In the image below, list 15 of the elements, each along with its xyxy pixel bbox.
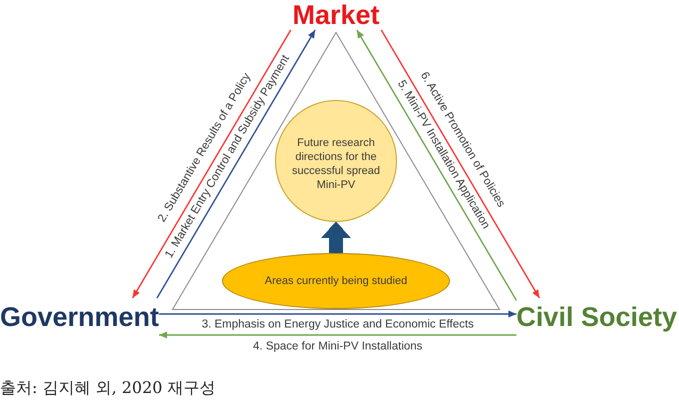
corner-label: Market	[286, 0, 386, 30]
arrow	[356, 30, 518, 301]
edge-label: 4. Space for Mini-PV Installations	[253, 340, 422, 354]
corner-label: Government	[0, 298, 160, 336]
arrow	[159, 310, 516, 318]
arrow	[132, 30, 292, 298]
source-note: 출처: 김지혜 외, 2020 재구성	[0, 378, 216, 398]
arrow	[321, 222, 351, 253]
arrow	[156, 30, 316, 298]
corner-label: Civil Society	[516, 298, 677, 336]
circle-text: Future research directions for the successful spread Mini-PV	[290, 136, 382, 192]
arrow	[159, 332, 516, 338]
edge-label: 3. Emphasis on Energy Justice and Economic Effects	[202, 318, 474, 331]
ellipse-text: Areas currently being studied	[264, 274, 408, 288]
arrow	[380, 30, 540, 298]
